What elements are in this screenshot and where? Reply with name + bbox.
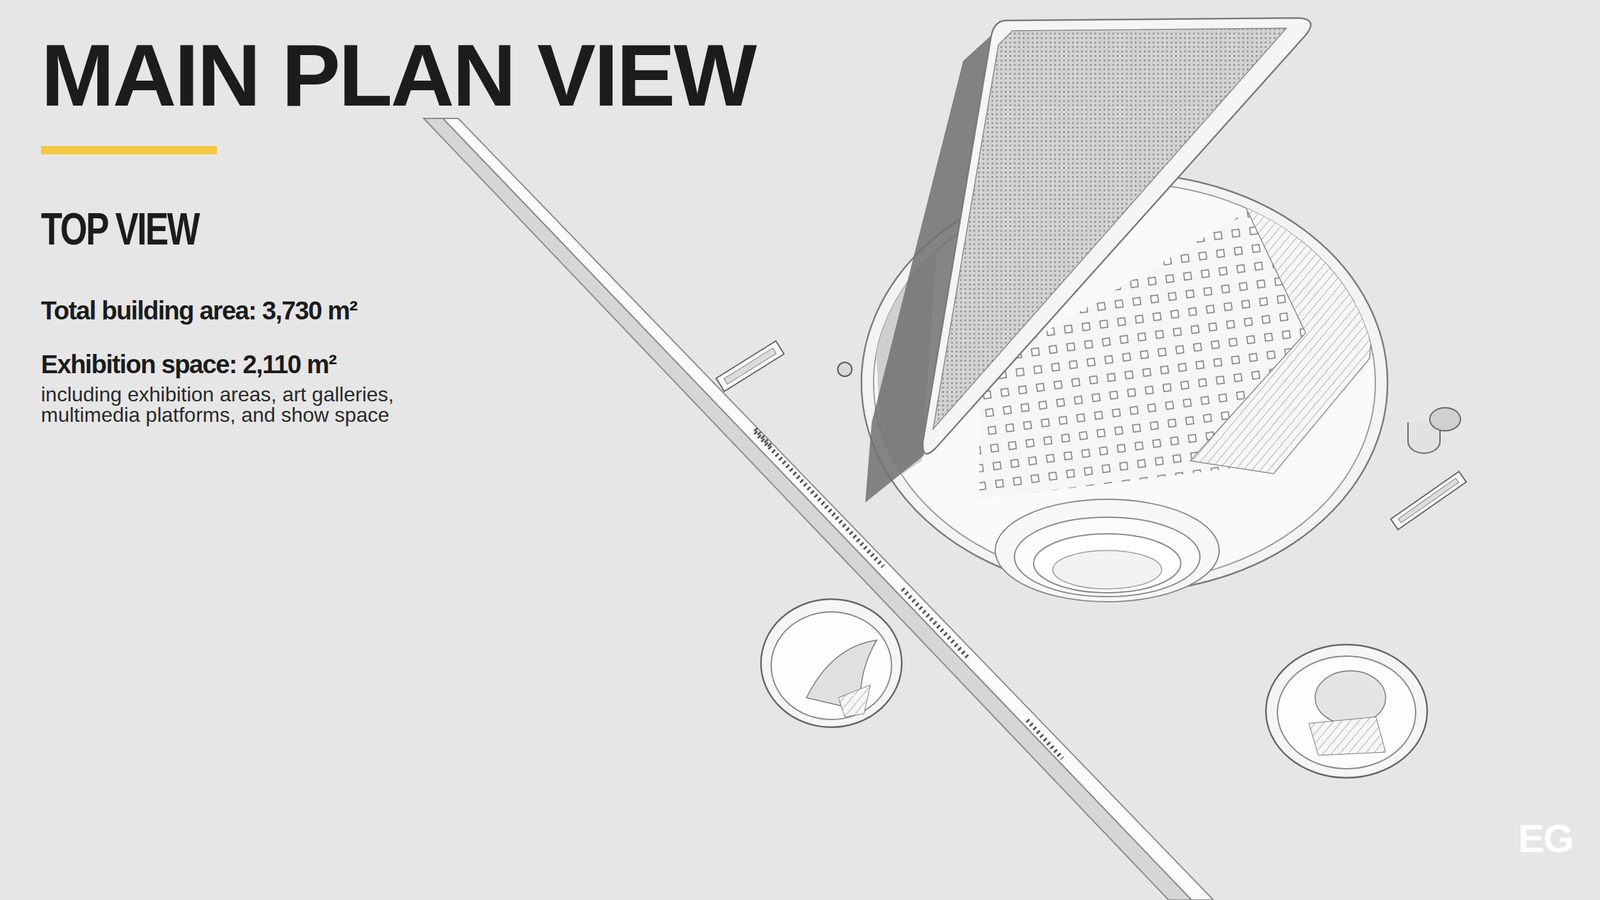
area-figure: Total building area: 3,730 m² <box>40 295 358 326</box>
area-figure: Exhibition space: 2,110 m² <box>40 349 336 379</box>
triangle-roof <box>865 17 1311 503</box>
area-note: including exhibition areas, art gallerie… <box>40 384 483 425</box>
small-bowl <box>760 599 902 728</box>
slide-title: MAIN PLAN VIEW <box>40 24 756 127</box>
small-bowl <box>1265 644 1428 778</box>
site-objects <box>716 341 1467 530</box>
logo-mark: EG <box>1518 815 1574 861</box>
accent-bar <box>40 145 217 155</box>
section-heading: TOP VIEW <box>40 203 199 256</box>
